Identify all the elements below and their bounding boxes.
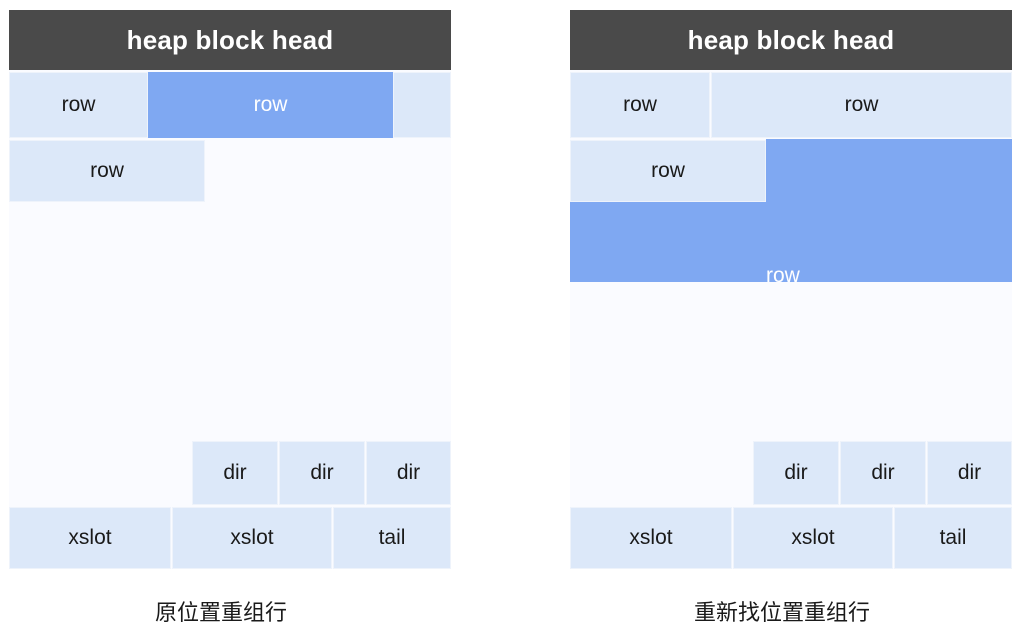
row-cell: row xyxy=(9,72,148,138)
row-cell: row xyxy=(570,72,710,138)
dir-cell: dir xyxy=(753,441,839,505)
tail-cell: tail xyxy=(333,507,451,569)
tail-cell: tail xyxy=(894,507,1012,569)
xslot-cell: xslot xyxy=(9,507,171,569)
heap-block-head-label: heap block head xyxy=(9,10,451,70)
row-cell-allocated-label: row xyxy=(766,264,800,287)
row-cell: row xyxy=(9,140,205,202)
xslot-cell: xslot xyxy=(733,507,893,569)
row-cell-empty xyxy=(393,72,451,138)
xslot-cell: xslot xyxy=(172,507,332,569)
row-cell-allocated: row xyxy=(148,72,393,138)
dir-cell: dir xyxy=(927,441,1012,505)
dir-cell: dir xyxy=(192,441,278,505)
heap-block-panel-relocate: heap block head row row row row dir dir … xyxy=(570,10,1012,569)
row-cell: row xyxy=(570,140,766,202)
heap-block-head-label: heap block head xyxy=(570,10,1012,70)
dir-cell: dir xyxy=(279,441,365,505)
row-cell-allocated-upper xyxy=(766,139,1012,202)
xslot-cell: xslot xyxy=(570,507,732,569)
heap-block-panel-in-place: heap block head row row row dir dir dir … xyxy=(9,10,451,569)
row-cell-allocated-lower: row xyxy=(570,202,1012,287)
dir-cell: dir xyxy=(366,441,451,505)
row-cell: row xyxy=(711,72,1012,138)
panel-caption-relocate: 重新找位置重组行 xyxy=(693,600,870,625)
panel-caption-in-place: 原位置重组行 xyxy=(154,600,287,625)
dir-cell: dir xyxy=(840,441,926,505)
